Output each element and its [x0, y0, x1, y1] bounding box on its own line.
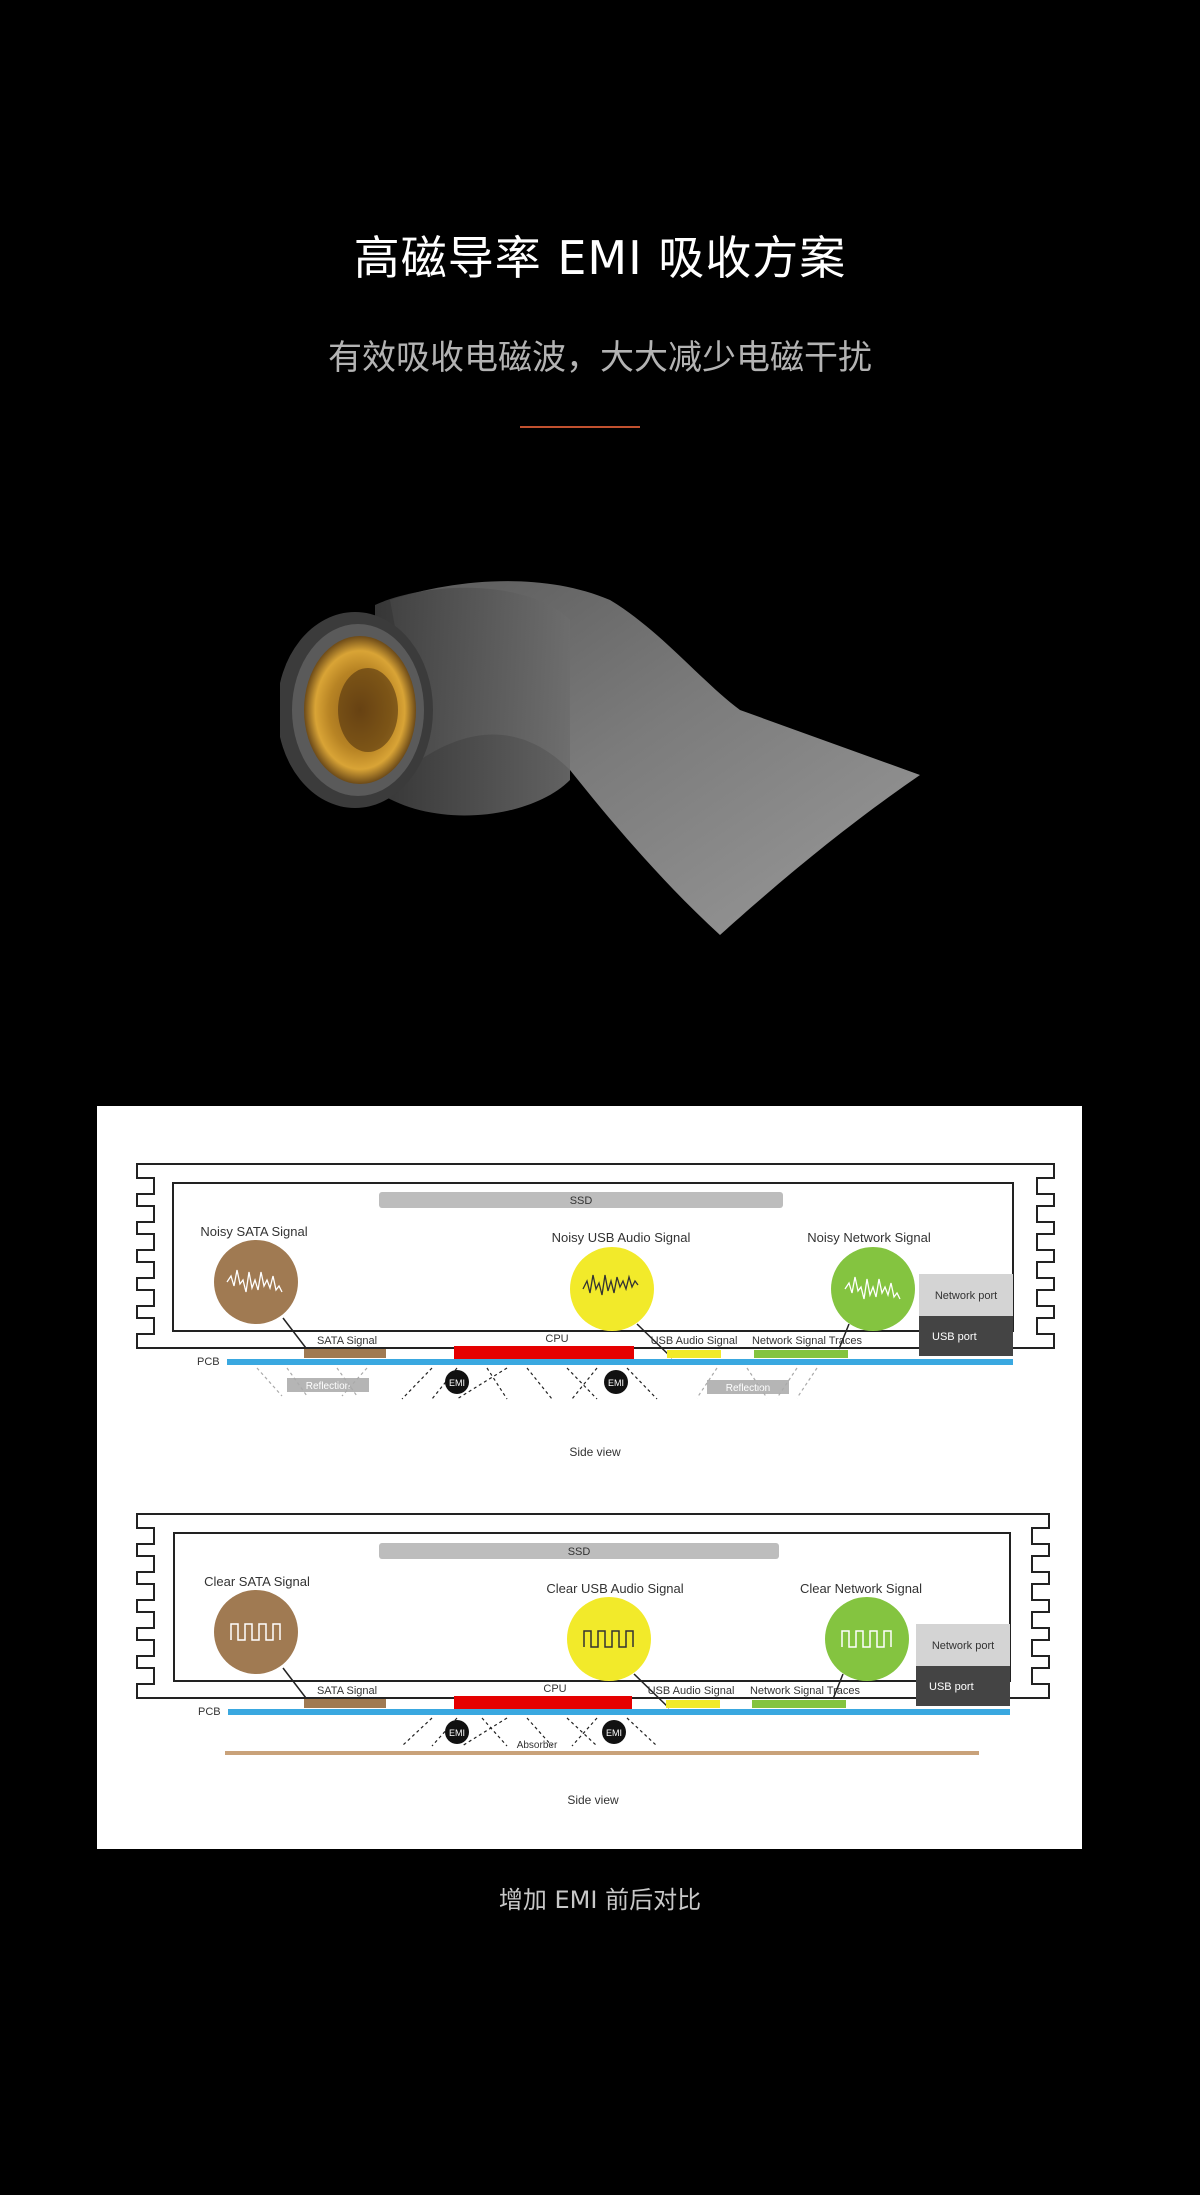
- clear-sata-label: Clear SATA Signal: [204, 1574, 310, 1589]
- emi-marker-right: [604, 1370, 628, 1394]
- network-trace: [752, 1700, 846, 1708]
- network-port-box: [916, 1624, 1010, 1666]
- cpu-label: CPU: [545, 1333, 568, 1345]
- usb-audio-signal-label: USB Audio Signal: [648, 1685, 735, 1697]
- ssd-bar: [379, 1192, 783, 1208]
- usb-port-box: [919, 1316, 1013, 1356]
- emi-absorber-roll-image: [280, 581, 920, 935]
- usb-signal-circle: [567, 1597, 651, 1681]
- usb-port-label: USB port: [929, 1681, 974, 1693]
- cpu-chip: [454, 1346, 634, 1359]
- emi-label-left: EMI: [449, 1728, 465, 1738]
- accent-divider: [520, 426, 640, 428]
- ssd-bar: [379, 1543, 779, 1559]
- usb-trace: [666, 1700, 720, 1708]
- emi-marker-right: [602, 1720, 626, 1744]
- emi-comparison-panel: SSD Noisy SATA Signal Noisy USB Audio Si…: [97, 1106, 1082, 1849]
- noisy-usb-label: Noisy USB Audio Signal: [552, 1230, 691, 1245]
- pcb-board: [228, 1709, 1010, 1715]
- sata-signal-label: SATA Signal: [317, 1685, 377, 1697]
- reflection-label-left: Reflection: [306, 1381, 350, 1392]
- emi-marker-left: [445, 1370, 469, 1394]
- ssd-label: SSD: [570, 1195, 593, 1207]
- page-title: 高磁导率 EMI 吸收方案: [353, 231, 847, 285]
- network-port-label: Network port: [932, 1640, 994, 1652]
- emi-label-right: EMI: [606, 1728, 622, 1738]
- top-diagram: SSD Noisy SATA Signal Noisy USB Audio Si…: [136, 1163, 1055, 1459]
- bottom-diagram: SSD Clear SATA Signal Clear USB Audio Si…: [136, 1513, 1050, 1807]
- network-traces-label: Network Signal Traces: [750, 1685, 861, 1697]
- clear-network-label: Clear Network Signal: [800, 1581, 922, 1596]
- cpu-chip: [454, 1696, 632, 1709]
- clear-usb-label: Clear USB Audio Signal: [546, 1581, 683, 1596]
- cpu-label: CPU: [543, 1683, 566, 1695]
- reflection-box-left: [287, 1378, 369, 1392]
- network-port-label: Network port: [935, 1290, 997, 1302]
- sata-trace: [304, 1349, 386, 1358]
- sata-signal-label: SATA Signal: [317, 1335, 377, 1347]
- pcb-label: PCB: [198, 1706, 221, 1718]
- absorber-layer: [225, 1751, 979, 1755]
- usb-port-box: [916, 1666, 1010, 1706]
- noisy-network-label: Noisy Network Signal: [807, 1230, 931, 1245]
- pcb-board: [227, 1359, 1013, 1365]
- side-view-label-top: Side view: [569, 1445, 621, 1459]
- noisy-sata-label: Noisy SATA Signal: [200, 1224, 307, 1239]
- emi-marker-left: [445, 1720, 469, 1744]
- page-subtitle: 有效吸收电磁波，大大减少电磁干扰: [328, 338, 872, 378]
- network-signal-circle: [825, 1597, 909, 1681]
- network-port-box: [919, 1274, 1013, 1316]
- network-trace: [754, 1350, 848, 1358]
- sata-trace: [304, 1699, 386, 1708]
- usb-trace: [667, 1350, 721, 1358]
- comparison-caption: 增加 EMI 前后对比: [498, 1886, 702, 1914]
- side-view-label-bottom: Side view: [567, 1793, 619, 1807]
- usb-audio-signal-label: USB Audio Signal: [651, 1335, 738, 1347]
- ssd-label: SSD: [568, 1546, 591, 1558]
- absorber-label: Absorber: [517, 1740, 558, 1751]
- usb-port-label: USB port: [932, 1331, 977, 1343]
- emi-label-left: EMI: [449, 1378, 465, 1388]
- reflection-box-right: [707, 1380, 789, 1394]
- emi-label-right: EMI: [608, 1378, 624, 1388]
- sata-signal-circle: [214, 1590, 298, 1674]
- network-traces-label: Network Signal Traces: [752, 1335, 863, 1347]
- reflection-label-right: Reflection: [726, 1383, 770, 1394]
- pcb-label: PCB: [197, 1356, 220, 1368]
- usb-signal-circle: [570, 1247, 654, 1331]
